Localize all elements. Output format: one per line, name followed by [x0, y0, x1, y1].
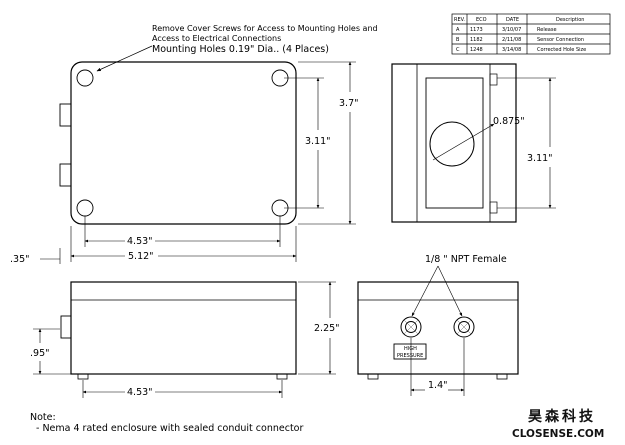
- note-heading: Note:: [30, 412, 56, 423]
- rev-a: A: [456, 27, 460, 33]
- rev-c: C: [456, 47, 460, 53]
- date-header: DATE: [506, 17, 519, 23]
- date-a: 3/10/07: [502, 27, 521, 33]
- port-foot-left: [367, 373, 379, 380]
- remove-cover-callout-line2: Access to Electrical Connections: [152, 34, 281, 43]
- eco-a: 1173: [470, 27, 483, 33]
- port-view-outline: [357, 281, 519, 375]
- npt-female-callout: 1/8 " NPT Female: [425, 254, 507, 265]
- foot-right: [276, 373, 288, 380]
- port-foot-right: [496, 373, 508, 380]
- rev-b: B: [456, 37, 460, 43]
- side-tab-top: [489, 73, 498, 86]
- port-left-hatch: [403, 319, 419, 335]
- port-right-inner: [458, 321, 470, 333]
- top-view-horizontal-dims: [40, 216, 297, 264]
- high-pressure-line1: HIGH: [404, 346, 417, 352]
- front-conduit-nub: [60, 315, 72, 339]
- mounting-hole-bl: [76, 199, 94, 217]
- conduit-hole: [429, 121, 475, 167]
- eco-b: 1182: [470, 37, 483, 43]
- watermark-chinese: 昊森科技: [528, 408, 596, 425]
- revision-table: [451, 13, 611, 55]
- mounting-hole-tl: [76, 69, 94, 87]
- high-pressure-label-box: [393, 343, 427, 360]
- front-view-outline: [70, 281, 297, 375]
- top-view-outline: [70, 61, 297, 225]
- watermark-english: CLOSENSE.COM: [512, 428, 604, 440]
- mounting-hole-leader: [96, 45, 153, 72]
- side-tab-bottom: [489, 201, 498, 214]
- dim-0-35: .35": [10, 254, 29, 265]
- dim-3-7: 3.7": [339, 98, 358, 109]
- desc-a: Release: [537, 27, 557, 33]
- dim-5-12: 5.12": [128, 251, 154, 262]
- npt-leader-right: [437, 265, 463, 317]
- conduit-nub-lower: [59, 163, 72, 187]
- conduit-nub-upper: [59, 103, 72, 127]
- side-view-outline: [391, 63, 517, 223]
- side-view-vertical-dims: [497, 77, 556, 209]
- eco-c: 1248: [470, 47, 483, 53]
- dim-4-53-top: 4.53": [127, 236, 153, 247]
- port-view: [357, 281, 519, 380]
- high-pressure-line2: PRESSURE: [397, 353, 423, 359]
- dim-3-11-left: 3.11": [305, 136, 331, 147]
- port-spacing-dims: [410, 338, 465, 396]
- hole-diameter-leader: [432, 123, 495, 161]
- eco-header: ECO: [476, 17, 487, 23]
- description-header: Description: [556, 17, 584, 23]
- dim-4-53-bottom: 4.53": [127, 387, 153, 398]
- front-view-dims: [33, 281, 336, 398]
- port-right-outer: [453, 316, 475, 338]
- top-view-vertical-dims: [284, 61, 356, 225]
- dim-1-4: 1.4": [428, 380, 447, 391]
- remove-cover-callout-line1: Remove Cover Screws for Access to Mounti…: [152, 24, 378, 33]
- dim-0-875: 0.875": [493, 116, 525, 127]
- side-view-right: [391, 63, 517, 223]
- desc-c: Corrected Hole Size: [537, 47, 586, 53]
- port-right-hatch: [456, 319, 472, 335]
- dim-3-11-right: 3.11": [527, 153, 553, 164]
- rev-header: REV.: [454, 17, 465, 23]
- port-left-outer: [400, 316, 422, 338]
- dim-0-95: .95": [30, 348, 49, 359]
- conduit-frame: [425, 77, 484, 209]
- foot-left: [77, 373, 89, 380]
- port-left-inner: [405, 321, 417, 333]
- npt-leader-left: [411, 265, 439, 317]
- front-view: [60, 281, 297, 380]
- desc-b: Sensor Connection: [537, 37, 584, 43]
- dim-2-25: 2.25": [314, 323, 340, 334]
- top-view: [59, 61, 297, 225]
- date-b: 2/11/08: [502, 37, 521, 43]
- revision-table-text: REV. ECO DATE Description A 1173 3/10/07…: [454, 17, 586, 53]
- note-item-1: - Nema 4 rated enclosure with sealed con…: [36, 423, 303, 434]
- mounting-holes-callout: Mounting Holes 0.19" Dia.. (4 Places): [152, 44, 329, 55]
- date-c: 3/14/08: [502, 47, 521, 53]
